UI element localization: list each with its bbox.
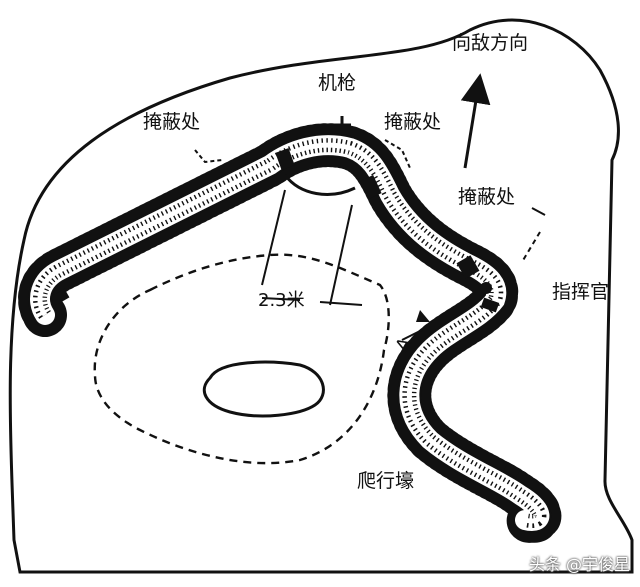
cover-block-end [50, 288, 70, 306]
label-crawl-trench: 爬行壕 [357, 470, 415, 492]
dimension-lines [261, 189, 363, 306]
section-marker-lines [401, 207, 546, 341]
terrain-outline [8, 18, 634, 574]
cover-block-crawl [480, 297, 500, 313]
enemy-direction-arrow [460, 73, 491, 169]
watermark: 头条 @宇俊星 [528, 555, 630, 574]
commander-position [480, 282, 492, 294]
cover-block-right [456, 255, 480, 279]
label-cover-left: 掩蔽处 [143, 111, 201, 133]
cover-bracket-left [194, 149, 223, 164]
machine-gun-symbol [333, 116, 351, 134]
label-dimension: 2.3米 [258, 290, 305, 311]
section-arrow [416, 310, 430, 322]
trench-floor [37, 142, 542, 524]
label-cover-right: 掩蔽处 [458, 186, 516, 208]
label-cover-center: 掩蔽处 [384, 111, 442, 133]
cover-block-left [275, 148, 295, 170]
machine-gun-bay [283, 174, 356, 196]
dashed-contour [93, 253, 390, 465]
label-enemy-direction: 向敌方向 [452, 32, 529, 54]
label-commander: 指挥官 [552, 281, 610, 303]
pond [202, 360, 325, 418]
label-machine-gun: 机枪 [318, 72, 357, 94]
cover-block-center [360, 174, 382, 200]
cover-block-crawl-2 [503, 462, 521, 477]
